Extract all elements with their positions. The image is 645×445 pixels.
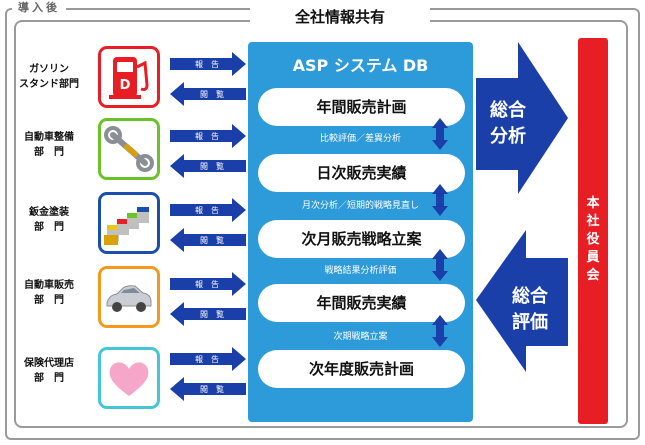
report-arrow-maint bbox=[170, 124, 246, 148]
view-arrow-sales bbox=[170, 302, 246, 326]
dept-label-sales-line1: 自動車販売 bbox=[24, 280, 74, 291]
view-label-paint: 閲 覧 bbox=[200, 235, 224, 245]
evaluation-line2: 評価 bbox=[512, 312, 548, 333]
report-label-paint: 報 告 bbox=[195, 205, 219, 215]
view-label-gas: 閲 覧 bbox=[200, 89, 224, 99]
report-arrow-sales bbox=[170, 272, 246, 296]
svg-text:D: D bbox=[120, 78, 131, 93]
db-step-next-year-plan: 次年度販売計画 bbox=[258, 350, 465, 388]
view-arrow-maint bbox=[170, 154, 246, 178]
dept-label-sales: 自動車販売 部 門 bbox=[4, 278, 94, 308]
double-arrow-1 bbox=[432, 118, 448, 150]
asp-system-db-title: ASP システム DB bbox=[292, 56, 429, 75]
report-label-gas: 報 告 bbox=[195, 59, 219, 69]
view-arrow-gas bbox=[170, 82, 246, 106]
hq-char-4: 員 bbox=[586, 250, 600, 265]
headquarters-label: 本 社 役 員 会 bbox=[578, 195, 608, 285]
report-label-maint: 報 告 bbox=[195, 131, 219, 141]
view-label-insurance: 閲 覧 bbox=[200, 384, 224, 394]
dept-label-insurance-line1: 保険代理店 bbox=[24, 358, 74, 369]
db-step-annual-results: 年間販売実績 bbox=[258, 284, 465, 322]
intro-label: 導入後 bbox=[12, 0, 66, 16]
gas-station-icon: D bbox=[109, 57, 149, 99]
analysis-label: 総合 分析 bbox=[478, 98, 538, 150]
dept-label-paint-line1: 鈑金塗装 bbox=[29, 207, 69, 218]
heart-icon bbox=[109, 362, 149, 396]
evaluation-arrow bbox=[476, 230, 568, 372]
view-label-sales: 閲 覧 bbox=[200, 309, 224, 319]
dept-box-paint bbox=[98, 192, 160, 254]
car-icon bbox=[106, 285, 152, 312]
wrench-icon bbox=[104, 126, 154, 172]
view-label-maint: 閲 覧 bbox=[200, 161, 224, 171]
db-link-strategy-result: 戦略結果分析評価 bbox=[324, 266, 397, 276]
evaluation-label: 総合 評価 bbox=[500, 284, 560, 336]
paint-cans-icon bbox=[104, 207, 149, 245]
analysis-arrow bbox=[476, 42, 568, 194]
report-label-sales: 報 告 bbox=[195, 279, 219, 289]
view-arrow-paint bbox=[170, 228, 246, 252]
dept-label-paint-line2: 部 門 bbox=[34, 222, 64, 233]
report-label-insurance: 報 告 bbox=[195, 354, 219, 364]
report-arrow-gas bbox=[170, 52, 246, 76]
db-link-monthly-analysis: 月次分析／短期的戦略見直し bbox=[301, 201, 419, 211]
analysis-line1: 総合 bbox=[490, 100, 526, 121]
info-sharing-title: 全社情報共有 bbox=[250, 7, 430, 27]
double-arrow-3 bbox=[432, 249, 448, 281]
db-link-next-strategy: 次期戦略立案 bbox=[333, 332, 388, 342]
dept-label-gas-line2: スタンド部門 bbox=[19, 79, 79, 90]
dept-box-insurance bbox=[98, 347, 160, 409]
dept-label-insurance: 保険代理店 部 門 bbox=[4, 356, 94, 386]
report-arrow-insurance bbox=[170, 347, 246, 371]
hq-char-1: 本 bbox=[586, 196, 600, 211]
dept-label-maint: 自動車整備 部 門 bbox=[4, 130, 94, 160]
dept-box-gas: D bbox=[98, 46, 160, 108]
hq-char-3: 役 bbox=[586, 232, 600, 247]
double-arrow-4 bbox=[432, 315, 448, 347]
analysis-line2: 分析 bbox=[490, 126, 526, 147]
dept-box-sales bbox=[98, 266, 160, 328]
double-arrow-2 bbox=[432, 184, 448, 216]
report-arrow-paint bbox=[170, 198, 246, 222]
view-arrow-insurance bbox=[170, 377, 246, 401]
dept-box-maint bbox=[98, 118, 160, 180]
dept-label-paint: 鈑金塗装 部 門 bbox=[4, 205, 94, 235]
dept-label-sales-line2: 部 門 bbox=[34, 295, 64, 306]
db-step-monthly-strategy: 次月販売戦略立案 bbox=[258, 220, 465, 258]
evaluation-line1: 総合 bbox=[512, 286, 548, 307]
db-step-annual-plan: 年間販売計画 bbox=[258, 88, 465, 126]
hq-char-5: 会 bbox=[586, 268, 600, 283]
dept-label-maint-line2: 部 門 bbox=[34, 147, 64, 158]
dept-label-gas-line1: ガソリン bbox=[29, 64, 69, 75]
dept-label-insurance-line2: 部 門 bbox=[34, 373, 64, 384]
db-link-comparison: 比較評価／差異分析 bbox=[319, 134, 401, 144]
hq-char-2: 社 bbox=[586, 214, 600, 229]
dept-label-maint-line1: 自動車整備 bbox=[24, 132, 74, 143]
headquarters-bar bbox=[578, 38, 608, 424]
dept-label-gas: ガソリン スタンド部門 bbox=[4, 62, 94, 92]
db-step-daily-results: 日次販売実績 bbox=[258, 154, 465, 192]
